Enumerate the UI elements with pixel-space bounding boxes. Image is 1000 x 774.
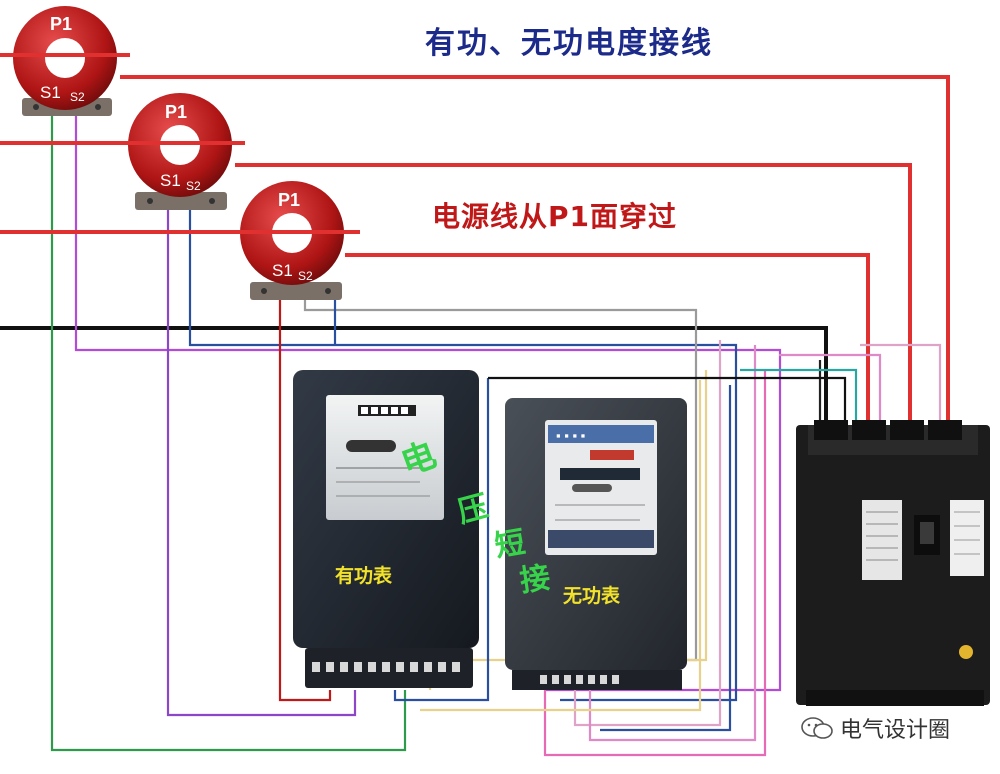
current-transformer-2: P1 S1 S2 [128,93,232,210]
ct3-s2-label: S2 [298,269,313,283]
circuit-breaker [796,420,990,706]
ct3-p1-label: P1 [278,190,300,210]
ct3-s1-label: S1 [272,261,293,280]
phase-wire-b [235,163,912,425]
diagram-title: 有功、无功电度接线 [425,26,713,61]
ct1-s1-label: S1 [40,83,61,102]
svg-text:▪ ▪ ▪ ▪: ▪ ▪ ▪ ▪ [556,428,585,443]
active-energy-meter: 有功表 [293,370,479,688]
neutral-wire [0,326,828,425]
watermark: 电气设计圈 [800,712,950,744]
ct1-s2-label: S2 [70,90,85,104]
annotation-char-4: 接 [518,560,553,599]
active-meter-label: 有功表 [335,564,393,587]
reactive-meter-label: 无功表 [563,584,621,607]
ct2-s2-label: S2 [186,179,201,193]
ct2-s1-label: S1 [160,171,181,190]
ct2-p1-label: P1 [165,102,187,122]
reactive-energy-meter: ▪ ▪ ▪ ▪ 无功表 [505,398,687,690]
current-transformer-1: P1 S1 S2 [13,6,117,116]
wechat-icon [801,717,833,739]
current-transformer-3: P1 S1 S2 [240,181,344,300]
phase-wire-a [120,75,950,425]
annotation-char-3: 短 [492,525,528,565]
watermark-text: 电气设计圈 [840,718,951,743]
phase-wire-c [345,253,870,425]
phase-wires [120,75,950,425]
wiring-note: 电源线从P1面穿过 [432,200,678,233]
ct1-p1-label: P1 [50,14,72,34]
